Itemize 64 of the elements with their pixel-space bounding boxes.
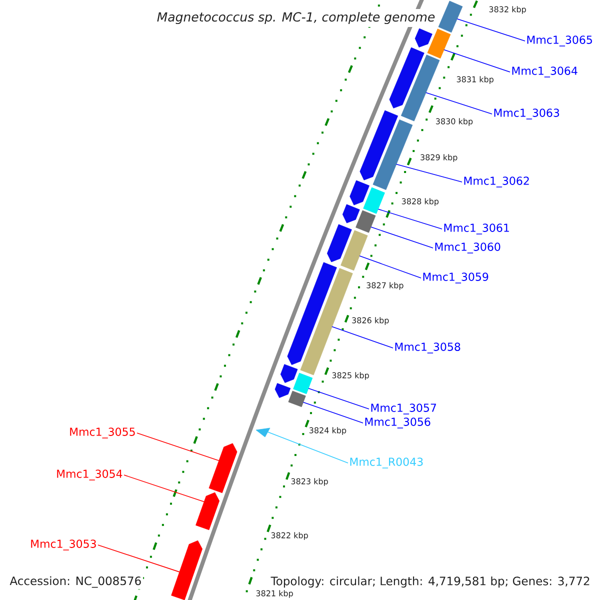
tick-label: 3829 kbp bbox=[420, 154, 458, 162]
gene-bar bbox=[327, 224, 352, 262]
gene-bar bbox=[363, 187, 385, 214]
tick-label: 3826 kbp bbox=[352, 317, 389, 325]
gene-bar bbox=[288, 390, 306, 408]
leader-line bbox=[267, 432, 348, 464]
gene-label: Mmc1_3057 bbox=[371, 404, 436, 414]
gene-triangle bbox=[256, 428, 270, 438]
leader-line bbox=[136, 432, 220, 462]
gene-label: Mmc1_3054 bbox=[57, 470, 122, 480]
gene-bar bbox=[171, 540, 202, 600]
gene-bar bbox=[293, 372, 313, 394]
gene-bar bbox=[342, 204, 360, 224]
gene-label: Mmc1_3056 bbox=[365, 418, 430, 428]
gene-label: Mmc1_3061 bbox=[444, 224, 509, 234]
gene-label: Mmc1_3059 bbox=[423, 272, 488, 284]
leader-line bbox=[308, 388, 370, 410]
leader-line bbox=[124, 474, 205, 502]
gene-bar bbox=[372, 120, 413, 190]
gene-label: Mmc1_3063 bbox=[494, 108, 560, 120]
leader-line bbox=[378, 208, 442, 230]
leader-line bbox=[302, 402, 364, 424]
tick-label: 3827 kbp bbox=[366, 282, 404, 290]
leader-line bbox=[426, 92, 492, 114]
tick-label: 3832 kbp bbox=[489, 6, 526, 14]
leader-line bbox=[359, 256, 422, 278]
gene-bar bbox=[340, 230, 368, 271]
tick-label: 3824 kbp bbox=[309, 427, 346, 435]
tick-label: 3823 kbp bbox=[291, 478, 328, 486]
gene-bar bbox=[274, 383, 291, 398]
gene-bar bbox=[196, 492, 220, 530]
gene-label: Mmc1_3053 bbox=[31, 540, 96, 550]
gene-bar bbox=[427, 28, 451, 59]
leader-line bbox=[456, 18, 526, 42]
gene-label: Mmc1_3062 bbox=[464, 176, 529, 188]
gene-label: Mmc1_R0043 bbox=[350, 458, 423, 468]
footer-text: Topology: circular; Length: 4,719,581 bp; Genes: 3,772 bbox=[269, 574, 592, 590]
gene-label: Mmc1_3065 bbox=[527, 36, 592, 46]
footer-text: Accession: NC_008576 bbox=[8, 574, 144, 590]
gene-bar bbox=[360, 110, 398, 180]
gene-bar bbox=[438, 0, 463, 33]
leader-line bbox=[396, 164, 462, 182]
tick-label: 3821 kbp bbox=[256, 590, 293, 598]
gene-bar bbox=[356, 210, 376, 233]
tick-label: 3825 kbp bbox=[332, 372, 369, 380]
gene-bar bbox=[389, 47, 424, 108]
tick-label: 3828 kbp bbox=[402, 198, 439, 206]
gene-bar bbox=[414, 28, 432, 48]
gene-bar bbox=[208, 443, 238, 494]
gene-bar bbox=[280, 364, 298, 383]
leader-line bbox=[370, 226, 434, 248]
tick-label: 3831 kbp bbox=[456, 76, 494, 84]
gene-label: Mmc1_3058 bbox=[395, 342, 460, 354]
tick-label: 3830 kbp bbox=[436, 118, 473, 126]
leader-line bbox=[444, 49, 510, 72]
title: Magnetococcus sp. MC-1, complete genome bbox=[154, 8, 438, 28]
leader-line bbox=[98, 544, 180, 572]
leader-line bbox=[332, 326, 394, 348]
gene-label: Mmc1_3055 bbox=[70, 428, 135, 438]
tick-label: 3822 kbp bbox=[271, 532, 308, 540]
gene-label: Mmc1_3064 bbox=[512, 66, 578, 78]
gene-bar bbox=[287, 262, 337, 365]
gene-bar bbox=[350, 180, 370, 206]
gene-label: Mmc1_3060 bbox=[435, 242, 500, 254]
